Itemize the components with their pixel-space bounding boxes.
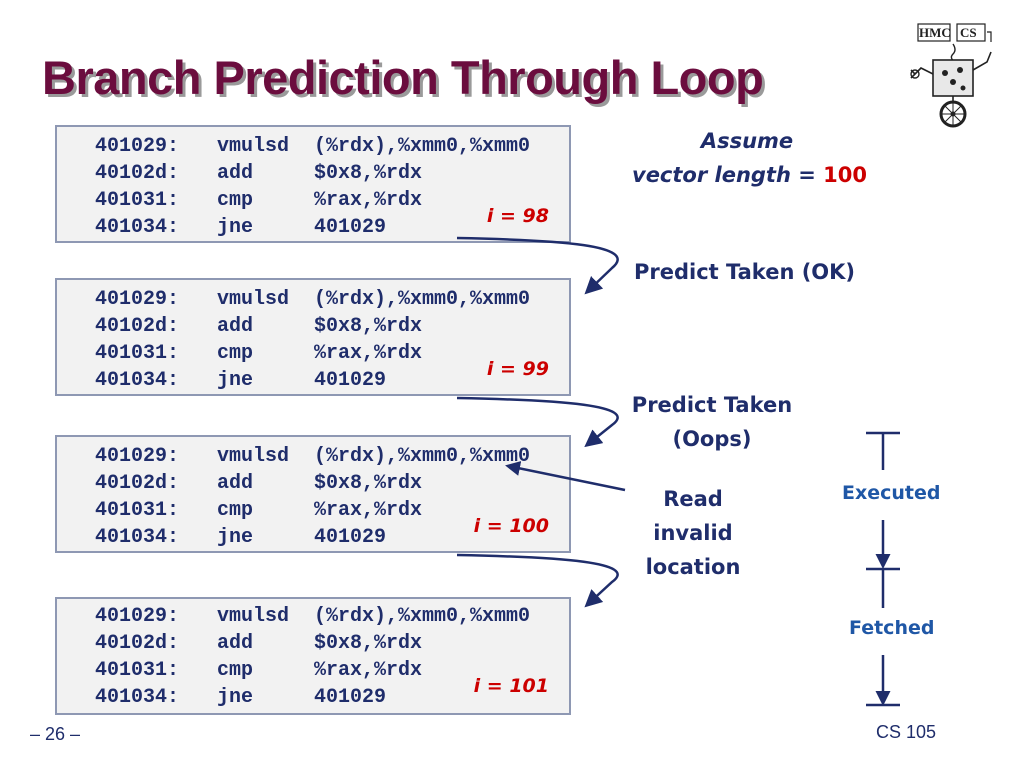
code-operands: $0x8,%rdx — [314, 315, 423, 338]
code-address: 401034: — [95, 216, 180, 239]
code-operands: $0x8,%rdx — [314, 472, 423, 495]
code-opcode: cmp — [217, 499, 254, 522]
logo-text-left: HMC — [919, 25, 951, 40]
code-line: 401031: cmp %rax,%rdx — [95, 342, 422, 366]
legend-timeline — [866, 431, 900, 707]
code-opcode: add — [217, 472, 254, 495]
code-address: 401031: — [95, 342, 180, 365]
code-operands: (%rdx),%xmm0,%xmm0 — [314, 605, 531, 628]
code-operands: 401029 — [314, 216, 387, 239]
code-line: 401034: jne 401029 — [95, 686, 386, 710]
code-operands: $0x8,%rdx — [314, 632, 423, 655]
slide-title: Branch Prediction Through Loop — [42, 51, 764, 104]
code-line: 40102d: add $0x8,%rdx — [95, 162, 422, 186]
code-opcode: jne — [217, 686, 254, 709]
code-operands: 401029 — [314, 526, 387, 549]
code-operands: (%rdx),%xmm0,%xmm0 — [314, 288, 531, 311]
code-block-iteration-99: 401029: vmulsd (%rdx),%xmm0,%xmm0 40102d: a… — [55, 278, 571, 396]
predict-taken-oops-label: Predict Taken (Oops) — [631, 393, 793, 451]
code-address: 40102d: — [95, 162, 180, 185]
code-address: 401029: — [95, 135, 180, 158]
code-opcode: vmulsd — [217, 605, 290, 628]
code-operands: %rax,%rdx — [314, 342, 423, 365]
code-line: 401029: vmulsd (%rdx),%xmm0,%xmm0 — [95, 445, 530, 469]
code-line: 401034: jne 401029 — [95, 216, 386, 240]
branch-arrow-99-to-100 — [456, 396, 619, 448]
code-line: 40102d: add $0x8,%rdx — [95, 472, 422, 496]
assumption-line2: vector length = 100 — [632, 163, 867, 187]
hmc-cs-robot-logo-icon: HMC CS — [910, 23, 992, 128]
code-opcode: vmulsd — [217, 288, 290, 311]
code-block-iteration-100: 401029: vmulsd (%rdx),%xmm0,%xmm0 40102d: a… — [55, 435, 571, 553]
code-address: 401034: — [95, 369, 180, 392]
code-operands: %rax,%rdx — [314, 189, 423, 212]
branch-arrow-98-to-99 — [456, 236, 619, 295]
branch-arrow-100-to-101 — [456, 553, 619, 608]
code-line: 40102d: add $0x8,%rdx — [95, 632, 422, 656]
code-operands: (%rdx),%xmm0,%xmm0 — [314, 135, 531, 158]
code-address: 401031: — [95, 189, 180, 212]
read-invalid-arrow — [505, 461, 626, 492]
assumption-line1: Assume — [700, 129, 794, 153]
code-operands: 401029 — [314, 686, 387, 709]
code-operands: (%rdx),%xmm0,%xmm0 — [314, 445, 531, 468]
predict-taken-ok-label: Predict Taken (OK) — [634, 260, 856, 284]
code-address: 40102d: — [95, 315, 180, 338]
code-line: 401031: cmp %rax,%rdx — [95, 189, 422, 213]
code-opcode: cmp — [217, 659, 254, 682]
code-opcode: jne — [217, 216, 254, 239]
code-block-iteration-101: 401029: vmulsd (%rdx),%xmm0,%xmm0 40102d: a… — [55, 597, 571, 715]
code-line: 401029: vmulsd (%rdx),%xmm0,%xmm0 — [95, 135, 530, 159]
code-address: 401034: — [95, 526, 180, 549]
code-line: 401034: jne 401029 — [95, 369, 386, 393]
code-operands: %rax,%rdx — [314, 499, 423, 522]
code-address: 401031: — [95, 499, 180, 522]
code-line: 40102d: add $0x8,%rdx — [95, 315, 422, 339]
code-address: 40102d: — [95, 472, 180, 495]
code-address: 401029: — [95, 445, 180, 468]
code-address: 401029: — [95, 288, 180, 311]
iteration-label: i = 100 — [473, 515, 549, 537]
legend-fetched-label: Fetched — [849, 617, 935, 639]
code-opcode: vmulsd — [217, 135, 290, 158]
code-opcode: jne — [217, 526, 254, 549]
code-address: 401029: — [95, 605, 180, 628]
code-line: 401031: cmp %rax,%rdx — [95, 659, 422, 683]
code-opcode: cmp — [217, 189, 254, 212]
code-address: 401034: — [95, 686, 180, 709]
course-label: CS 105 — [876, 722, 937, 742]
logo-text-right: CS — [960, 25, 977, 40]
legend-executed-label: Executed — [842, 482, 941, 504]
code-opcode: jne — [217, 369, 254, 392]
code-operands: $0x8,%rdx — [314, 162, 423, 185]
code-address: 401031: — [95, 659, 180, 682]
code-opcode: add — [217, 315, 254, 338]
page-number: – 26 – — [30, 724, 81, 744]
code-operands: 401029 — [314, 369, 387, 392]
code-block-iteration-98: 401029: vmulsd (%rdx),%xmm0,%xmm0 40102d: a… — [55, 125, 571, 243]
code-line: 401034: jne 401029 — [95, 526, 386, 550]
code-line: 401029: vmulsd (%rdx),%xmm0,%xmm0 — [95, 605, 530, 629]
code-opcode: add — [217, 162, 254, 185]
iteration-label: i = 99 — [486, 358, 549, 380]
code-operands: %rax,%rdx — [314, 659, 423, 682]
assumption-note: Assume vector length = 100 — [632, 124, 867, 192]
iteration-label: i = 101 — [473, 675, 549, 697]
read-invalid-location-label: Read invalid location — [645, 487, 741, 579]
code-line: 401029: vmulsd (%rdx),%xmm0,%xmm0 — [95, 288, 530, 312]
code-opcode: add — [217, 632, 254, 655]
code-opcode: cmp — [217, 342, 254, 365]
code-opcode: vmulsd — [217, 445, 290, 468]
code-line: 401031: cmp %rax,%rdx — [95, 499, 422, 523]
iteration-label: i = 98 — [486, 205, 549, 227]
code-address: 40102d: — [95, 632, 180, 655]
